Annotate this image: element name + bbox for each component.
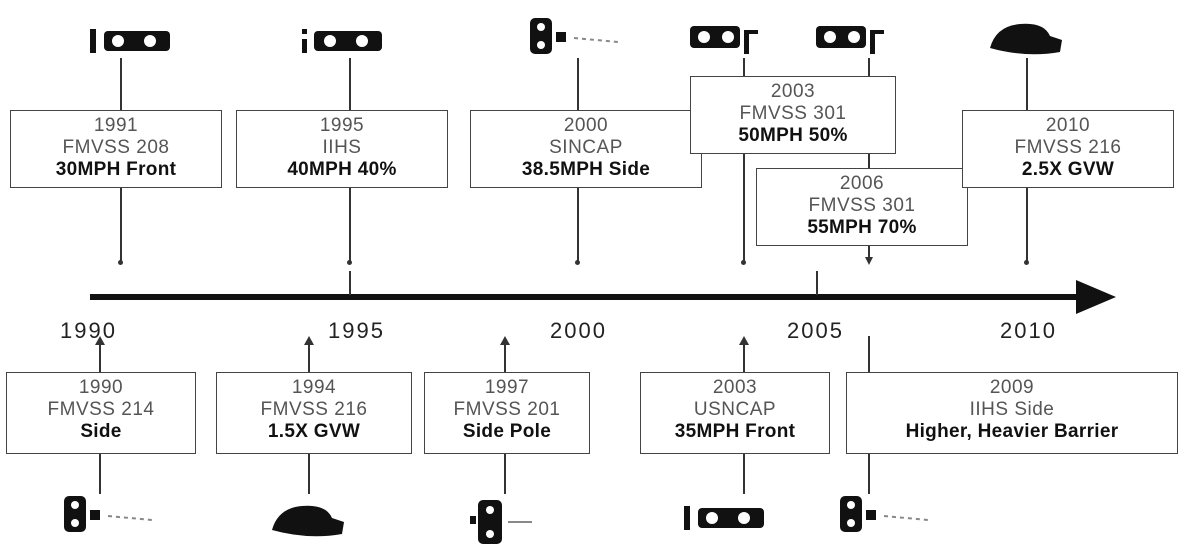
event-standard: FMVSS 216 — [963, 137, 1173, 159]
connector-arrow — [95, 336, 105, 345]
event-year: 1995 — [237, 115, 447, 137]
event-standard: SINCAP — [471, 137, 701, 159]
event-year: 2010 — [963, 115, 1173, 137]
side-crash-icon — [838, 496, 934, 541]
connector-arrow — [304, 336, 314, 345]
event-year: 1990 — [7, 377, 195, 399]
event-standard: FMVSS 301 — [691, 103, 895, 125]
connector-arrow — [500, 336, 510, 345]
event-detail: 55MPH 70% — [757, 217, 967, 239]
axis-label-1990: 1990 — [60, 318, 117, 344]
event-detail: Side — [7, 421, 195, 443]
event-year: 2000 — [471, 115, 701, 137]
side-crash-icon — [528, 18, 624, 63]
rear-crash-icon — [816, 22, 886, 61]
axis-tick — [349, 271, 351, 295]
rear-crash-icon — [690, 22, 760, 61]
axis-tick — [816, 271, 818, 295]
axis-label-1995: 1995 — [328, 318, 385, 344]
event-box-2003-bottom: 2003 USNCAP 35MPH Front — [640, 372, 830, 454]
event-standard: IIHS — [237, 137, 447, 159]
connector-dot — [1024, 260, 1029, 265]
event-box-1991: 1991 FMVSS 208 30MPH Front — [10, 110, 222, 188]
event-standard: USNCAP — [641, 399, 829, 421]
event-box-2000: 2000 SINCAP 38.5MPH Side — [470, 110, 702, 188]
event-detail: Side Pole — [425, 421, 589, 443]
event-detail: 40MPH 40% — [237, 159, 447, 181]
connector-dot — [347, 260, 352, 265]
frontal-crash-icon — [90, 25, 174, 62]
event-detail: 2.5X GVW — [963, 159, 1173, 181]
connector-dot — [118, 260, 123, 265]
side-crash-icon — [62, 496, 158, 541]
event-box-2003-top: 2003 FMVSS 301 50MPH 50% — [690, 76, 896, 154]
event-standard: FMVSS 214 — [7, 399, 195, 421]
timeline-arrowhead — [1076, 280, 1116, 314]
event-detail: 30MPH Front — [11, 159, 221, 181]
roof-crush-icon — [986, 18, 1066, 63]
event-box-2006: 2006 FMVSS 301 55MPH 70% — [756, 168, 968, 246]
event-box-2010: 2010 FMVSS 216 2.5X GVW — [962, 110, 1174, 188]
event-standard: FMVSS 301 — [757, 195, 967, 217]
offset-crash-icon — [302, 25, 386, 62]
event-box-2009: 2009 IIHS Side Higher, Heavier Barrier — [846, 372, 1178, 454]
event-year: 2003 — [691, 81, 895, 103]
event-standard: FMVSS 208 — [11, 137, 221, 159]
event-year: 1991 — [11, 115, 221, 137]
event-standard: FMVSS 216 — [217, 399, 411, 421]
event-year: 1994 — [217, 377, 411, 399]
frontal-crash-icon — [684, 502, 768, 539]
axis-label-2000: 2000 — [550, 318, 607, 344]
event-standard: IIHS Side — [847, 399, 1177, 421]
event-year: 2003 — [641, 377, 829, 399]
event-detail: 50MPH 50% — [691, 125, 895, 147]
timeline-axis — [90, 294, 1080, 300]
event-detail: Higher, Heavier Barrier — [847, 421, 1177, 443]
connector-arrow — [739, 336, 749, 345]
event-box-1994: 1994 FMVSS 216 1.5X GVW — [216, 372, 412, 454]
connector-dot — [741, 260, 746, 265]
event-standard: FMVSS 201 — [425, 399, 589, 421]
event-detail: 1.5X GVW — [217, 421, 411, 443]
event-box-1990: 1990 FMVSS 214 Side — [6, 372, 196, 454]
event-box-1995: 1995 IIHS 40MPH 40% — [236, 110, 448, 188]
event-detail: 38.5MPH Side — [471, 159, 701, 181]
roof-crush-icon — [268, 500, 348, 545]
event-box-1997: 1997 FMVSS 201 Side Pole — [424, 372, 590, 454]
event-year: 2006 — [757, 173, 967, 195]
connector-arrow — [865, 257, 873, 265]
event-year: 2009 — [847, 377, 1177, 399]
axis-label-2010: 2010 — [1000, 318, 1057, 344]
event-detail: 35MPH Front — [641, 421, 829, 443]
axis-label-2005: 2005 — [787, 318, 844, 344]
connector-dot — [575, 260, 580, 265]
side-pole-icon — [468, 496, 538, 553]
event-year: 1997 — [425, 377, 589, 399]
